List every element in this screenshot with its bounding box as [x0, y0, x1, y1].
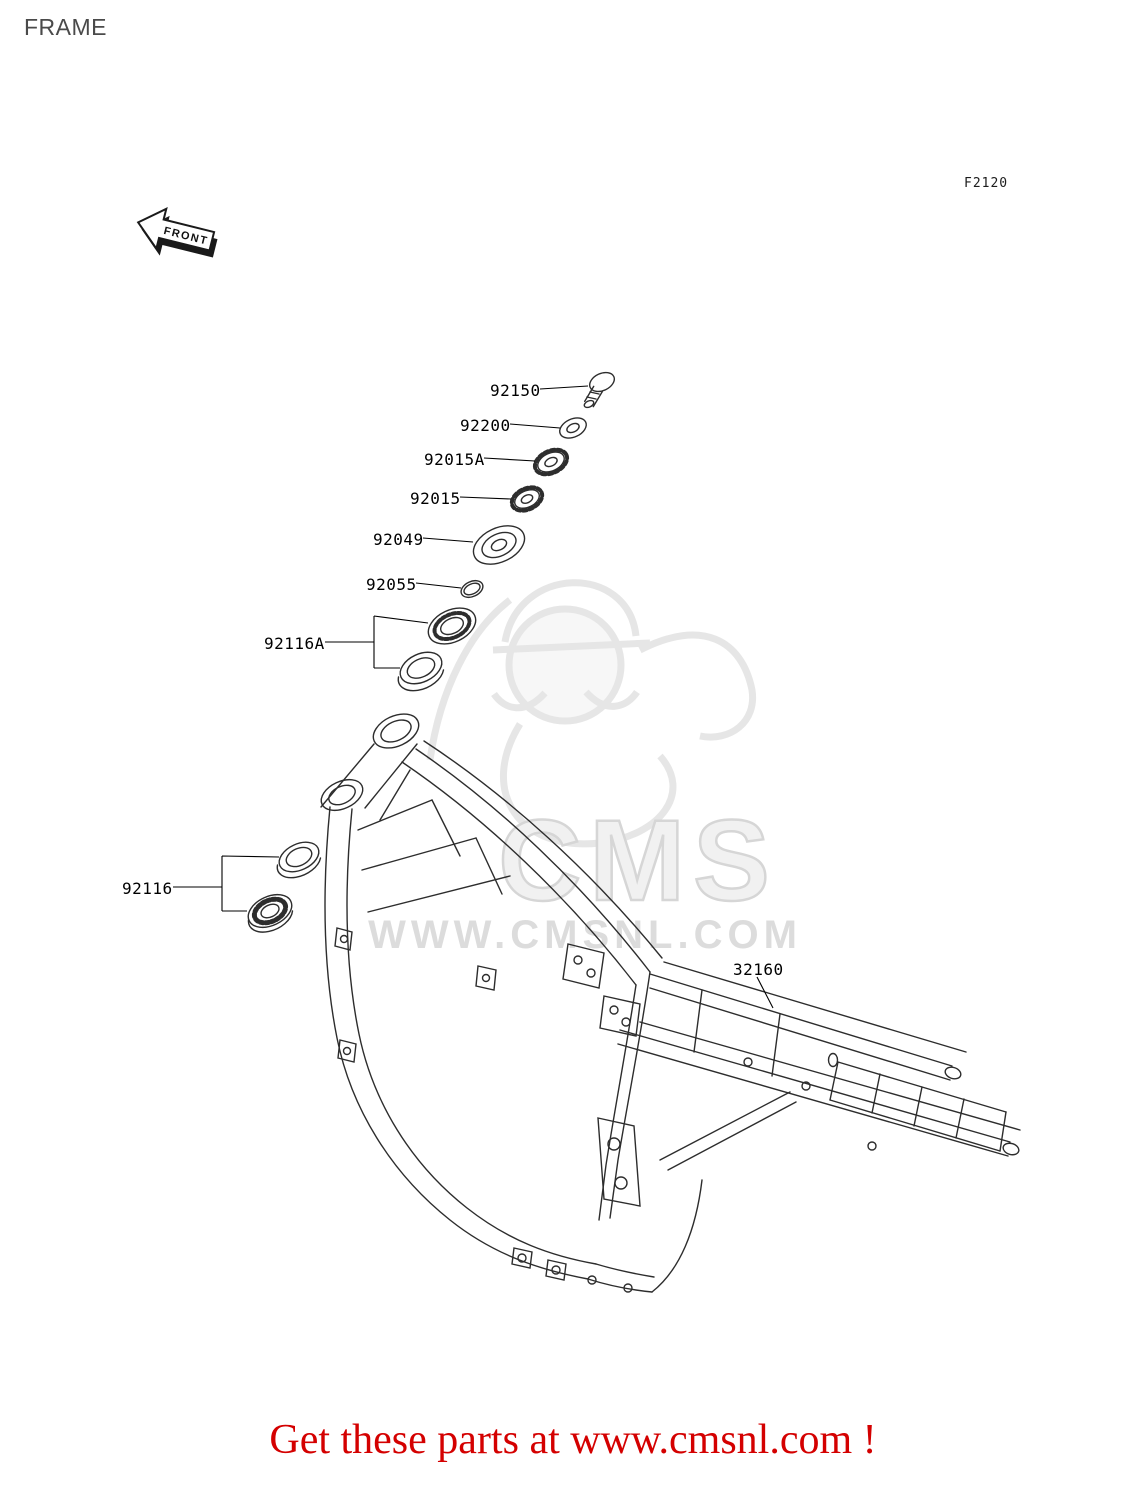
part-label: 32160 [733, 960, 784, 979]
part-label: 92015A [424, 450, 485, 469]
frame-line-drawing [320, 713, 1021, 1293]
part-label: 92116 [122, 879, 173, 898]
part-label: 92049 [373, 530, 424, 549]
part-92200-washer [559, 417, 587, 439]
main-spars [401, 740, 663, 986]
part-92015a-locknut [532, 447, 570, 477]
front-arrow-shape [136, 206, 216, 252]
front-direction-arrow: FRONT [136, 206, 218, 258]
part-label: 92055 [366, 575, 417, 594]
leader-lines [173, 385, 774, 1009]
rear-platform [829, 1061, 1007, 1152]
cms-watermark: CMS WWW.CMSNL.COM [368, 579, 802, 957]
cms-mascot-graphic [426, 579, 757, 848]
page-title: FRAME [24, 14, 107, 40]
down-tube-cradle [324, 806, 597, 1280]
part-92116-race-and-bearing [247, 841, 322, 933]
figure-code: F2120 [964, 176, 1009, 191]
rear-subframe [617, 961, 1021, 1171]
footer-cta-link[interactable]: Get these parts at www.cmsnl.com ! [269, 1417, 877, 1463]
watermark-logo-text: CMS [498, 797, 778, 925]
part-92015-nut [509, 485, 545, 513]
part-label: 92150 [490, 381, 541, 400]
pivot-section [562, 943, 703, 1293]
part-92055-oring [460, 579, 484, 599]
watermark-url-text: WWW.CMSNL.COM [368, 913, 802, 957]
part-label: 92116A [264, 634, 325, 653]
bottom-tabs [511, 1247, 633, 1293]
gusset-trellis [357, 769, 511, 913]
part-92116a-bearing-and-race [397, 607, 477, 692]
part-label: 92015 [410, 489, 461, 508]
part-92150-bolt [583, 371, 616, 409]
part-92049-seal-cap [472, 525, 526, 565]
head-tube [320, 713, 420, 812]
exploded-steering-parts [247, 371, 616, 933]
part-label: 92200 [460, 416, 511, 435]
